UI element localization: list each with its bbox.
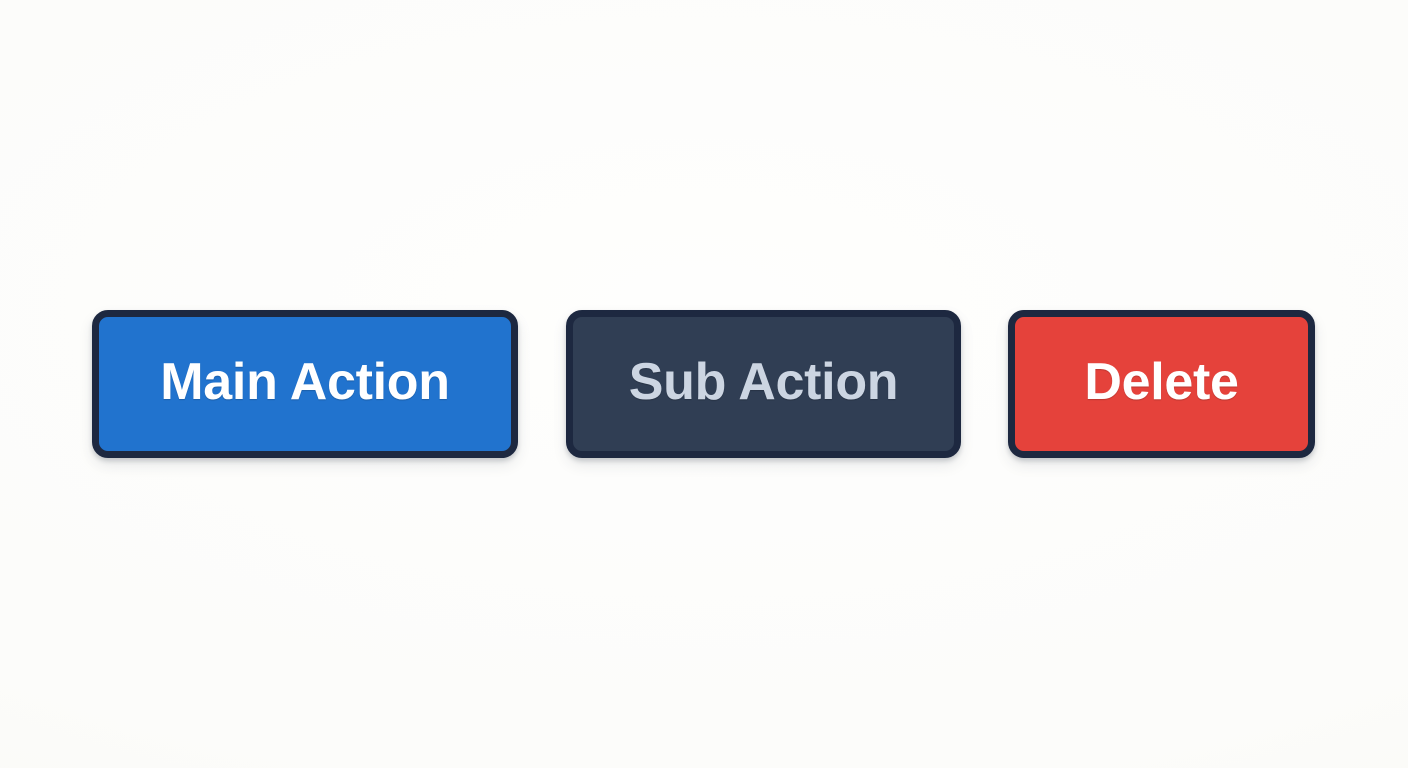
main-action-button-label: Main Action [160, 353, 450, 411]
sub-action-button-label: Sub Action [628, 353, 899, 411]
main-action-button[interactable]: Main Action [92, 310, 518, 458]
delete-button[interactable]: Delete [1008, 310, 1315, 458]
sub-action-button[interactable]: Sub Action [566, 310, 961, 458]
delete-button-label: Delete [1084, 353, 1239, 411]
action-button-group: Main Action Sub Action Delete [92, 310, 1315, 458]
